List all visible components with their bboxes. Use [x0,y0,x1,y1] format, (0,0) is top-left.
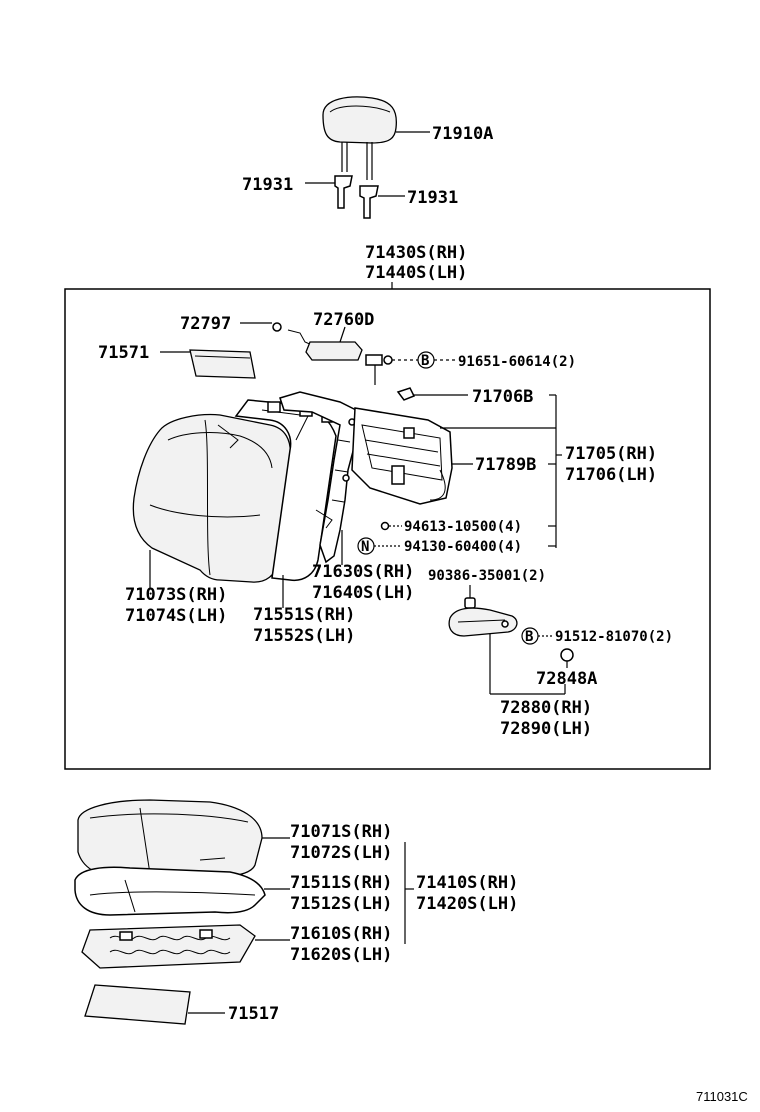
label-72797: 72797 [180,314,231,334]
label-71630S: 71630S(RH) [312,562,414,582]
seat-cushion-frame-71610S [81,924,256,969]
clip-72797 [272,322,282,332]
lever-72760D [287,329,363,361]
label-71073S: 71073S(RH) [125,585,227,605]
support-right-label: 71931 [407,188,458,208]
support-left-label: 71931 [242,175,293,195]
label-94130: 94130-60400(4) [404,539,522,555]
headrest-label: 71910A [432,124,493,144]
cap-72848A [560,648,574,662]
label-71571: 71571 [98,343,149,363]
clip-71706B [396,387,416,401]
marker-b2: B [525,629,533,645]
marker-n: N [361,539,369,555]
label-71074S: 71074S(LH) [125,606,227,626]
bushing-90386 [464,597,476,609]
headrest-support-right [359,185,379,219]
label-72890: 72890(LH) [500,719,592,739]
seatback-cover-71073S [132,413,291,583]
label-71610S: 71610S(RH) [290,924,392,944]
screw-94613 [380,521,390,531]
label-71640S: 71640S(LH) [312,583,414,603]
label-71512S: 71512S(LH) [290,894,392,914]
recliner-handle-72880 [448,607,518,637]
seatback-assembly-lh-label: 71440S(LH) [365,263,467,283]
label-71706B: 71706B [472,387,533,407]
label-71705: 71705(RH) [565,444,657,464]
label-90386: 90386-35001(2) [428,568,546,584]
pad-71517 [84,984,191,1025]
label-71410S: 71410S(RH) [416,873,518,893]
label-94613: 94613-10500(4) [404,519,522,535]
seatback-frame-71630S [279,391,361,564]
seat-cushion-pad-71511S [74,866,266,916]
label-71620S: 71620S(LH) [290,945,392,965]
seatback-assembly-box [64,288,711,770]
label-71552S: 71552S(LH) [253,626,355,646]
label-71071S: 71071S(RH) [290,822,392,842]
label-72848A: 72848A [536,669,597,689]
label-71706: 71706(LH) [565,465,657,485]
seat-cushion-cover-71071S [77,799,263,879]
label-71072S: 71072S(LH) [290,843,392,863]
label-71511S: 71511S(RH) [290,873,392,893]
spring-assembly-71789B [351,407,453,505]
seatback-assembly-rh-label: 71430S(RH) [365,243,467,263]
label-72760D: 72760D [313,310,374,330]
label-71420S: 71420S(LH) [416,894,518,914]
headrest-support-left [334,175,353,209]
marker-b1: B [421,353,429,369]
label-71789B: 71789B [475,455,536,475]
label-71517: 71517 [228,1004,279,1024]
bolt-91651 [365,354,393,385]
figure-id: 711031C [696,1089,748,1104]
label-91512: 91512-81070(2) [555,629,673,645]
headrest [322,96,398,180]
pad-71571 [189,349,256,379]
label-72880: 72880(RH) [500,698,592,718]
label-71551S: 71551S(RH) [253,605,355,625]
label-91651: 91651-60614(2) [458,354,576,370]
